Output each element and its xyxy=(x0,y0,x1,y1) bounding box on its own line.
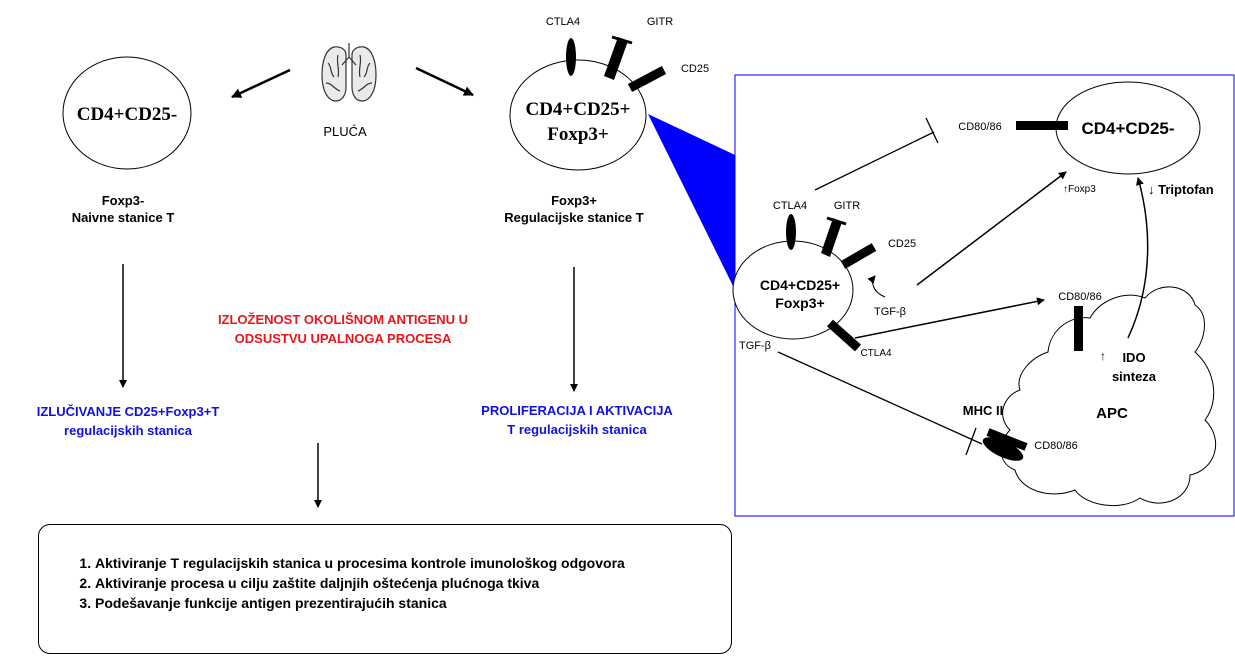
inset-mhc-receptor xyxy=(982,437,1024,461)
inset-cd25-label: CD25 xyxy=(888,238,916,250)
inset-cd80-bottom-label: CD80/86 xyxy=(1034,440,1077,452)
inset-arrow-to-cd80 xyxy=(854,297,1045,339)
prolif-line1: PROLIFERACIJA I AKTIVACIJA xyxy=(481,403,673,418)
inset-treg-label-line2: Foxp3+ xyxy=(775,295,824,311)
cd25-label: CD25 xyxy=(681,63,709,75)
inset-ctla4-bottom-label: CTLA4 xyxy=(860,348,892,359)
gitr-label: GITR xyxy=(647,16,673,28)
inset-tgf-loop xyxy=(867,275,886,298)
inset-ido-arrow xyxy=(1127,177,1149,339)
inset-tgf-outer-label: TGF-β xyxy=(739,340,771,352)
inset-gitr-label: GITR xyxy=(834,200,860,212)
naive-caption-line1: Foxp3- xyxy=(102,193,145,208)
inset-gitr-cap xyxy=(826,216,847,226)
prolif-line2: T regulacijskih stanica xyxy=(507,422,647,437)
inset-tgf-inner-label: TGF-β xyxy=(874,306,906,318)
inset-cd80-apc-bar xyxy=(1074,306,1083,351)
inset-ido-up: ↑ xyxy=(1100,349,1106,363)
zoom-connector xyxy=(648,114,735,290)
inset-foxp3-label: ↑Foxp3 xyxy=(1063,184,1096,195)
summary-box: Aktiviranje T regulacijskih stanica u pr… xyxy=(38,524,732,654)
treg-cell xyxy=(509,59,647,171)
arrow-lung-to-naive xyxy=(231,68,291,99)
gitr-receptor xyxy=(604,37,628,80)
inset-apc-cell xyxy=(1000,286,1217,506)
naive-cell xyxy=(62,56,192,170)
summary-list: Aktiviranje T regulacijskih stanica u pr… xyxy=(75,553,731,613)
treg-caption-line2: Regulacijske stanice T xyxy=(504,210,644,225)
cd25-receptor xyxy=(627,66,667,92)
arrow-lung-to-treg xyxy=(415,66,474,97)
exposure-line1: IZLOŽENOST OKOLIŠNOM ANTIGENU U xyxy=(218,312,468,327)
treg-cell-label-line2: Foxp3+ xyxy=(547,124,609,145)
inset-apc-label: APC xyxy=(1096,405,1128,422)
inset-inhibition-line xyxy=(814,131,935,191)
inset-treg-label-line1: CD4+CD25+ xyxy=(760,277,840,293)
inset-gitr-receptor xyxy=(821,218,842,257)
ctla4-label: CTLA4 xyxy=(546,16,580,28)
inset-ctla4-receptor xyxy=(786,214,796,250)
secretion-line2: regulacijskih stanica xyxy=(64,423,193,438)
exposure-line2: ODSUSTVU UPALNOGA PROCESA xyxy=(235,331,452,346)
inset-triptofan-label: ↓ Triptofan xyxy=(1148,182,1214,197)
lung-label: PLUĆA xyxy=(323,124,367,139)
inset-ido-line1: IDO xyxy=(1122,350,1145,365)
secretion-line1: IZLUČIVANJE CD25+Foxp3+T xyxy=(37,404,220,419)
lungs-icon xyxy=(321,43,377,102)
inset-cd25-receptor xyxy=(840,243,877,269)
inset-ctla4-bottom-receptor xyxy=(827,319,861,352)
naive-cell-label: CD4+CD25- xyxy=(77,104,178,125)
summary-item: Podešavanje funkcije antigen prezentiraj… xyxy=(95,593,731,613)
inset-cd80-top-label: CD80/86 xyxy=(958,121,1001,133)
inset-mhc-label: MHC II xyxy=(963,403,1003,418)
summary-item: Aktiviranje T regulacijskih stanica u pr… xyxy=(95,553,731,573)
inset-ctla4-label: CTLA4 xyxy=(773,200,807,212)
inset-cd80-mid-label: CD80/86 xyxy=(1058,291,1101,303)
summary-item: Aktiviranje procesa u cilju zaštite dalj… xyxy=(95,573,731,593)
treg-caption-line1: Foxp3+ xyxy=(551,193,597,208)
ctla4-receptor xyxy=(566,38,576,76)
inset-tgf-inhibition-bar xyxy=(965,427,977,456)
inset-inhibition-bar xyxy=(925,117,939,144)
inset-cd80-bottom-bar xyxy=(986,428,1028,451)
inset-target-label: CD4+CD25- xyxy=(1081,119,1174,138)
inset-tgf-inhibition-line xyxy=(777,351,983,445)
gitr-cap xyxy=(611,35,633,45)
inset-ido-line2: sinteza xyxy=(1112,369,1157,384)
inset-arrow-to-target xyxy=(916,171,1067,286)
treg-cell-label-line1: CD4+CD25+ xyxy=(525,99,630,120)
inset-cd80-top-bar xyxy=(1016,121,1068,130)
naive-caption-line2: Naivne stanice T xyxy=(72,210,175,225)
